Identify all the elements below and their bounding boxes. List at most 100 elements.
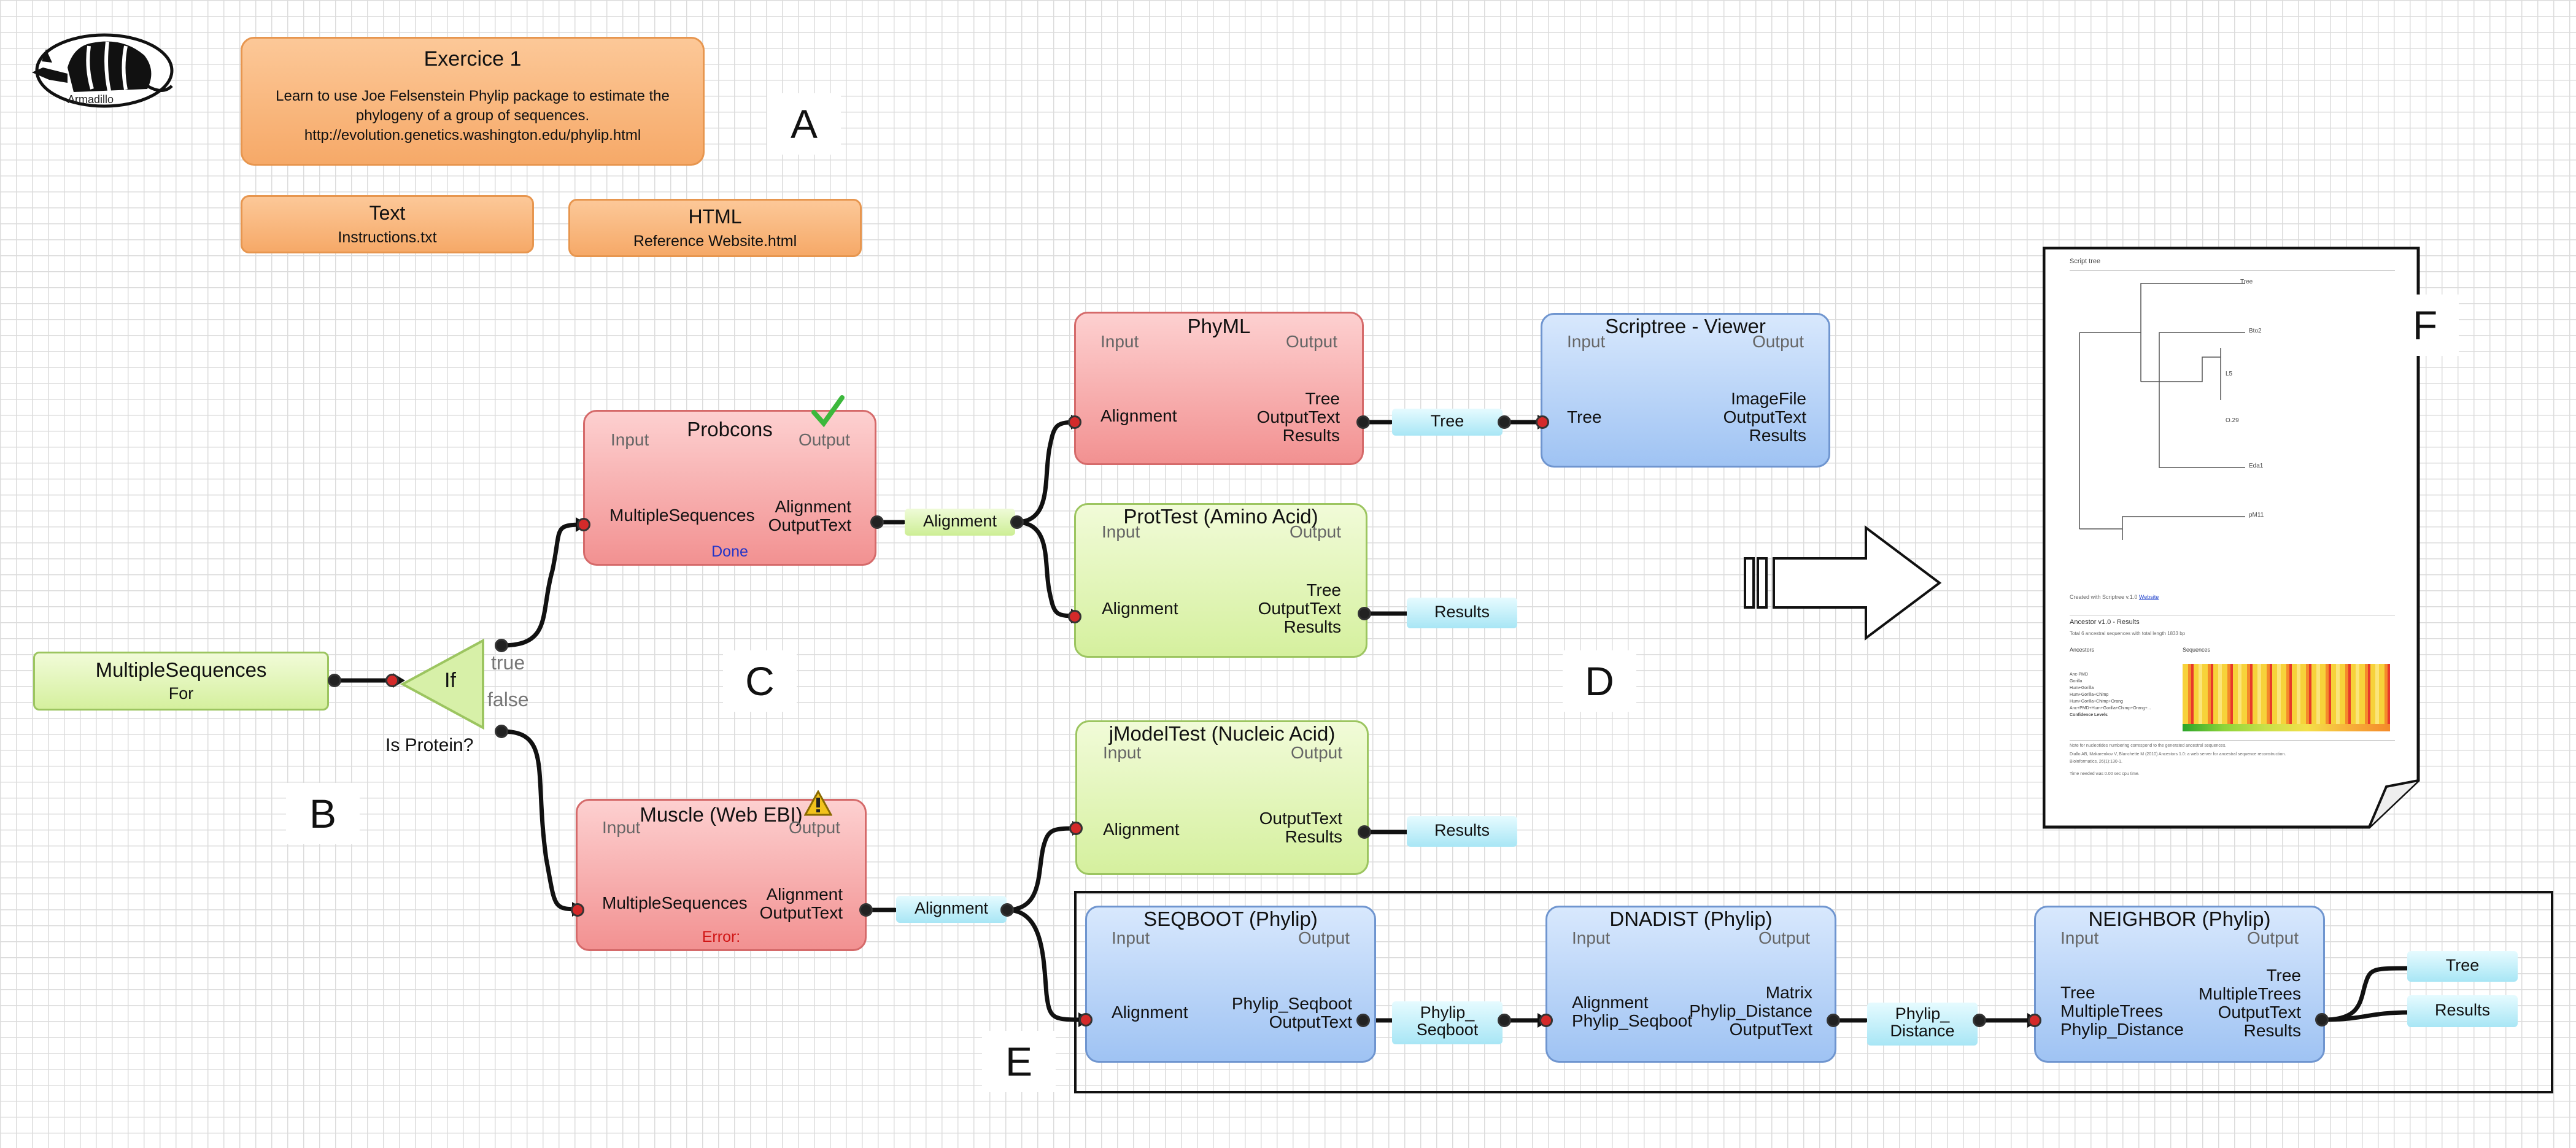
port-tree-out[interactable] xyxy=(1498,415,1511,429)
port-if-true[interactable] xyxy=(495,639,508,652)
port-scriptree-in[interactable] xyxy=(1536,415,1549,429)
dnadist-output-label: Output xyxy=(1758,928,1810,947)
jmodeltest-in-port: Alignment xyxy=(1103,820,1180,839)
phyml-out-tree: Tree xyxy=(1305,389,1340,408)
doc-row-3: Hum+Gorilla xyxy=(2070,686,2094,690)
scriptree-input-label: Input xyxy=(1567,332,1606,351)
dnadist-title: DNADIST (Phylip) xyxy=(1609,907,1773,930)
html-box-title: HTML xyxy=(688,206,742,228)
jmodeltest-out-text: OutputText xyxy=(1259,809,1342,828)
if-caption: Is Protein? xyxy=(385,735,474,755)
muscle-out-text: OutputText xyxy=(759,903,843,922)
probcons-out-alignment: Alignment xyxy=(775,497,851,516)
alignment-connector-bottom[interactable]: Alignment xyxy=(896,896,1007,923)
multiple-sequences-subtitle: For xyxy=(168,684,194,703)
port-muscle-out[interactable] xyxy=(859,903,873,917)
port-phylip-distance-out[interactable] xyxy=(1973,1014,1986,1027)
port-prottest-in[interactable] xyxy=(1068,610,1081,623)
muscle-out-alignment: Alignment xyxy=(766,885,843,904)
port-dnadist-in[interactable] xyxy=(1539,1014,1553,1027)
dnadist-in-phylip: Phylip_Seqboot xyxy=(1572,1011,1693,1030)
doc-website-link[interactable]: Website xyxy=(2138,594,2159,600)
doc-confidence-label: Confidence Levels xyxy=(2070,713,2108,717)
label-a: A xyxy=(767,93,841,155)
results-connector-jmodel[interactable]: Results xyxy=(1407,816,1517,847)
doc-col-ancestors: Ancestors xyxy=(2070,647,2095,653)
jmodeltest-node[interactable]: jModelTest (Nucleic Acid) Input Output A… xyxy=(1075,720,1369,875)
doc-leaf-6: pM11 xyxy=(2249,512,2264,518)
phyml-node[interactable]: PhyML Input Output Alignment Tree Output… xyxy=(1074,312,1364,465)
neighbor-output-label: Output xyxy=(2246,928,2299,947)
prottest-node[interactable]: ProtTest (Amino Acid) Input Output Align… xyxy=(1074,503,1367,658)
probcons-out-text: OutputText xyxy=(768,515,851,534)
exercise-line-1: Learn to use Joe Felsenstein Phylip pack… xyxy=(276,88,670,104)
seqboot-node[interactable]: SEQBOOT (Phylip) Input Output Alignment … xyxy=(1085,906,1376,1063)
port-jmodeltest-in[interactable] xyxy=(1069,822,1083,835)
neighbor-in-tree: Tree xyxy=(2060,983,2095,1002)
port-if-false[interactable] xyxy=(495,725,508,738)
result-document[interactable]: Script tree Tree Bto2 L5 O.29 Eda1 pM11 … xyxy=(2043,247,2421,830)
wire-if-false xyxy=(500,729,582,912)
dnadist-out-distance: Phylip_Distance xyxy=(1689,1001,1812,1020)
port-if-in[interactable] xyxy=(385,674,399,687)
label-d: D xyxy=(1563,650,1636,712)
multiple-sequences-node[interactable]: MultipleSequences For xyxy=(33,652,329,711)
port-muscle-in[interactable] xyxy=(571,903,584,917)
tree-connector[interactable]: Tree xyxy=(1392,409,1503,436)
port-alignment-bottom-out[interactable] xyxy=(1000,903,1014,917)
phyml-output-label: Output xyxy=(1285,332,1337,351)
if-node[interactable]: If xyxy=(400,638,486,730)
dnadist-out-text: OutputText xyxy=(1729,1020,1812,1039)
jmodeltest-out-results: Results xyxy=(1285,827,1342,846)
port-phylip-seqboot-out[interactable] xyxy=(1498,1014,1511,1027)
doc-confidence-bar xyxy=(2183,724,2390,731)
port-neighbor-out[interactable] xyxy=(2315,1013,2329,1027)
seqboot-out-text: OutputText xyxy=(1269,1012,1352,1031)
muscle-title: Muscle (Web EBI) xyxy=(640,803,803,826)
port-seqboot-in[interactable] xyxy=(1079,1013,1093,1027)
alignment-connector-top[interactable]: Alignment xyxy=(905,509,1015,536)
exercise-box[interactable]: Exercice 1 Learn to use Joe Felsenstein … xyxy=(241,37,705,166)
port-prottest-out[interactable] xyxy=(1358,607,1371,620)
port-probcons-out[interactable] xyxy=(870,515,884,529)
scriptree-in-port: Tree xyxy=(1567,407,1602,426)
port-probcons-in[interactable] xyxy=(577,518,590,531)
doc-divider-top xyxy=(2070,270,2395,271)
port-sequences-out[interactable] xyxy=(328,674,341,687)
neighbor-node[interactable]: NEIGHBOR (Phylip) Input Output Tree Mult… xyxy=(2034,906,2325,1063)
port-dnadist-out[interactable] xyxy=(1827,1014,1840,1027)
wire-neighbor-tree xyxy=(2321,966,2412,1022)
results-connector-prottest[interactable]: Results xyxy=(1407,598,1517,628)
port-jmodeltest-out[interactable] xyxy=(1358,825,1371,839)
dnadist-node[interactable]: DNADIST (Phylip) Input Output Alignment … xyxy=(1545,906,1836,1063)
seqboot-output-label: Output xyxy=(1298,928,1350,947)
phylip-seqboot-connector[interactable]: Phylip_ Seqboot xyxy=(1392,1001,1503,1044)
probcons-input-label: Input xyxy=(611,430,649,449)
port-phyml-in[interactable] xyxy=(1068,415,1081,429)
port-neighbor-in[interactable] xyxy=(2028,1014,2041,1027)
prottest-input-label: Input xyxy=(1102,522,1140,541)
doc-foot-1: Note for nucleotides numbering correspon… xyxy=(2070,744,2227,748)
html-box[interactable]: HTML Reference Website.html xyxy=(568,199,862,257)
phylip-distance-connector[interactable]: Phylip_ Distance xyxy=(1867,1003,1978,1046)
doc-leaf-3: L5 xyxy=(2226,371,2233,377)
text-box[interactable]: Text Instructions.txt xyxy=(241,195,534,253)
port-seqboot-out[interactable] xyxy=(1356,1014,1370,1027)
tree-output-connector[interactable]: Tree xyxy=(2407,951,2518,982)
probcons-node[interactable]: Probcons Input Output MultipleSequences … xyxy=(583,410,876,566)
results-output-connector[interactable]: Results xyxy=(2407,995,2518,1027)
scriptree-node[interactable]: Scriptree - Viewer Input Output Tree Ima… xyxy=(1541,313,1830,468)
doc-foot-4: Time needed was 0.00 sec cpu time. xyxy=(2070,772,2140,776)
armadillo-logo: Armadillo xyxy=(25,25,178,117)
wire-to-phyml xyxy=(1013,420,1083,525)
muscle-node[interactable]: Muscle (Web EBI) Input Output MultipleSe… xyxy=(576,799,867,951)
port-phyml-out[interactable] xyxy=(1356,415,1370,429)
seqboot-title: SEQBOOT (Phylip) xyxy=(1143,907,1318,930)
prottest-output-label: Output xyxy=(1289,522,1341,541)
neighbor-in-multipletrees: MultipleTrees xyxy=(2060,1001,2164,1020)
neighbor-input-label: Input xyxy=(2060,928,2099,947)
muscle-status: Error: xyxy=(702,928,741,946)
doc-divider-bottom xyxy=(2070,740,2395,741)
prottest-out-tree: Tree xyxy=(1306,580,1341,599)
port-alignment-top-out[interactable] xyxy=(1010,515,1024,529)
